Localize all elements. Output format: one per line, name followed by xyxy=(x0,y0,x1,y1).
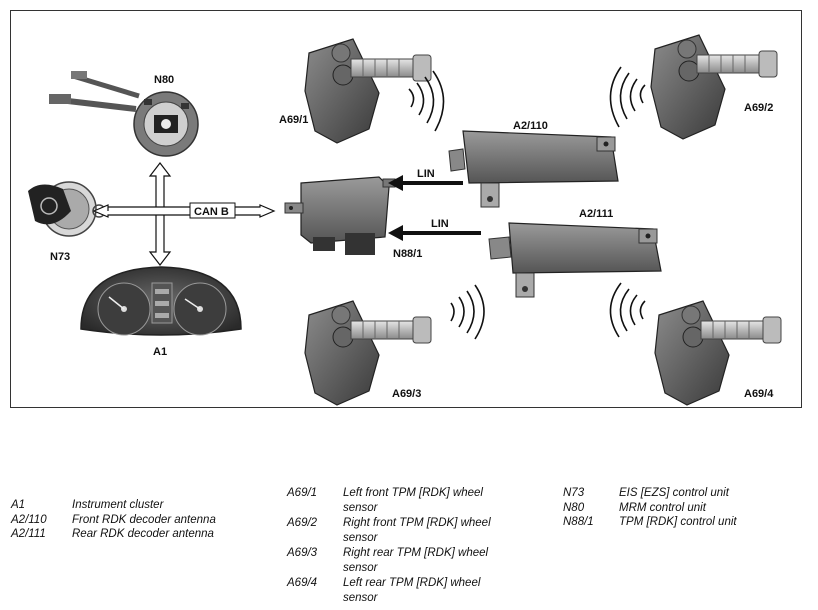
label-n80: N80 xyxy=(154,74,174,86)
legend-code: A69/2 xyxy=(287,517,318,529)
waves-a69-3 xyxy=(450,284,485,340)
a69-4-wheel-sensor xyxy=(654,300,782,406)
legend-item: N73 EIS [EZS] control unit xyxy=(563,486,809,501)
legend-description: Left rear TPM [RDK] wheel sensor xyxy=(343,577,481,604)
legend-code: A2/111 xyxy=(11,528,46,540)
legend-item: A69/2 Right front TPM [RDK] wheel sensor xyxy=(287,516,508,546)
diagram-canvas: N80 N73 A1 CAN B N8 xyxy=(28,34,782,406)
label-lin-top: LIN xyxy=(417,168,435,180)
legend-item: N80 MRM control unit xyxy=(563,501,809,516)
n88-1-tpm-control-unit xyxy=(284,176,396,255)
legend-code: N73 xyxy=(563,487,585,499)
legend-description: Right rear TPM [RDK] wheel sensor xyxy=(343,547,489,574)
can-b-box: CAN B xyxy=(189,202,236,219)
legend-description: TPM [RDK] control unit xyxy=(619,516,737,528)
waves-a69-1 xyxy=(408,70,445,132)
lin-arrows xyxy=(388,175,481,241)
a2-111-rear-antenna xyxy=(488,222,662,298)
legend-code: A69/1 xyxy=(287,487,318,499)
n80-mrm-control-unit xyxy=(49,71,199,157)
legend-column-2: A69/1 Left front TPM [RDK] wheel sensor … xyxy=(287,486,508,606)
radio-waves xyxy=(408,66,646,340)
label-a1: A1 xyxy=(153,346,167,358)
waves-a69-4 xyxy=(609,282,646,338)
label-a2-111: A2/111 xyxy=(579,208,613,220)
legend-column-1: A1 Instrument cluster A2/110 Front RDK d… xyxy=(11,498,262,542)
a69-2-wheel-sensor xyxy=(650,34,778,140)
legend-code: A2/110 xyxy=(11,513,47,526)
legend-description: Left front TPM [RDK] wheel sensor xyxy=(343,487,483,514)
legend-column-3: N73 EIS [EZS] control unit N80 MRM contr… xyxy=(563,486,809,530)
legend-item: A69/4 Left rear TPM [RDK] wheel sensor xyxy=(287,576,508,606)
legend-description: MRM control unit xyxy=(619,501,706,514)
label-n73: N73 xyxy=(50,251,70,263)
legend-description: Rear RDK decoder antenna xyxy=(72,528,214,540)
label-a69-2: A69/2 xyxy=(744,102,773,114)
a69-1-wheel-sensor xyxy=(304,38,432,144)
waves-a69-2 xyxy=(609,66,646,128)
label-n88-1: N88/1 xyxy=(393,248,422,260)
legend-code: A69/3 xyxy=(287,547,318,559)
legend-code: A69/4 xyxy=(287,577,318,589)
legend-item: N88/1 TPM [RDK] control unit xyxy=(563,515,809,530)
legend-item: A2/110 Front RDK decoder antenna xyxy=(11,513,262,528)
n73-eis-control-unit xyxy=(28,181,106,237)
label-lin-bottom: LIN xyxy=(431,218,449,230)
label-a2-110: A2/110 xyxy=(513,120,548,132)
legend-description: Right front TPM [RDK] wheel sensor xyxy=(343,517,491,544)
a69-3-wheel-sensor xyxy=(304,300,432,406)
system-diagram: N80 N73 A1 CAN B N8 xyxy=(10,10,802,408)
can-bus-connections xyxy=(92,162,276,266)
legend-description: Instrument cluster xyxy=(72,499,164,511)
legend-item: A69/3 Right rear TPM [RDK] wheel sensor xyxy=(287,546,508,576)
label-can-b: CAN B xyxy=(194,206,229,218)
legend-description: Front RDK decoder antenna xyxy=(72,513,216,526)
legend-item: A2/111 Rear RDK decoder antenna xyxy=(11,527,262,542)
legend-description: EIS [EZS] control unit xyxy=(619,487,729,499)
legend-code: N88/1 xyxy=(563,516,594,528)
legend-code: A1 xyxy=(11,499,26,511)
legend-item: A1 Instrument cluster xyxy=(11,498,262,513)
legend-item: A69/1 Left front TPM [RDK] wheel sensor xyxy=(287,486,508,516)
label-a69-1: A69/1 xyxy=(279,114,308,126)
a2-110-front-antenna xyxy=(448,130,619,208)
label-a69-4: A69/4 xyxy=(744,388,774,400)
label-a69-3: A69/3 xyxy=(392,388,421,400)
legend-code: N80 xyxy=(563,501,585,514)
a1-instrument-cluster xyxy=(80,266,242,336)
